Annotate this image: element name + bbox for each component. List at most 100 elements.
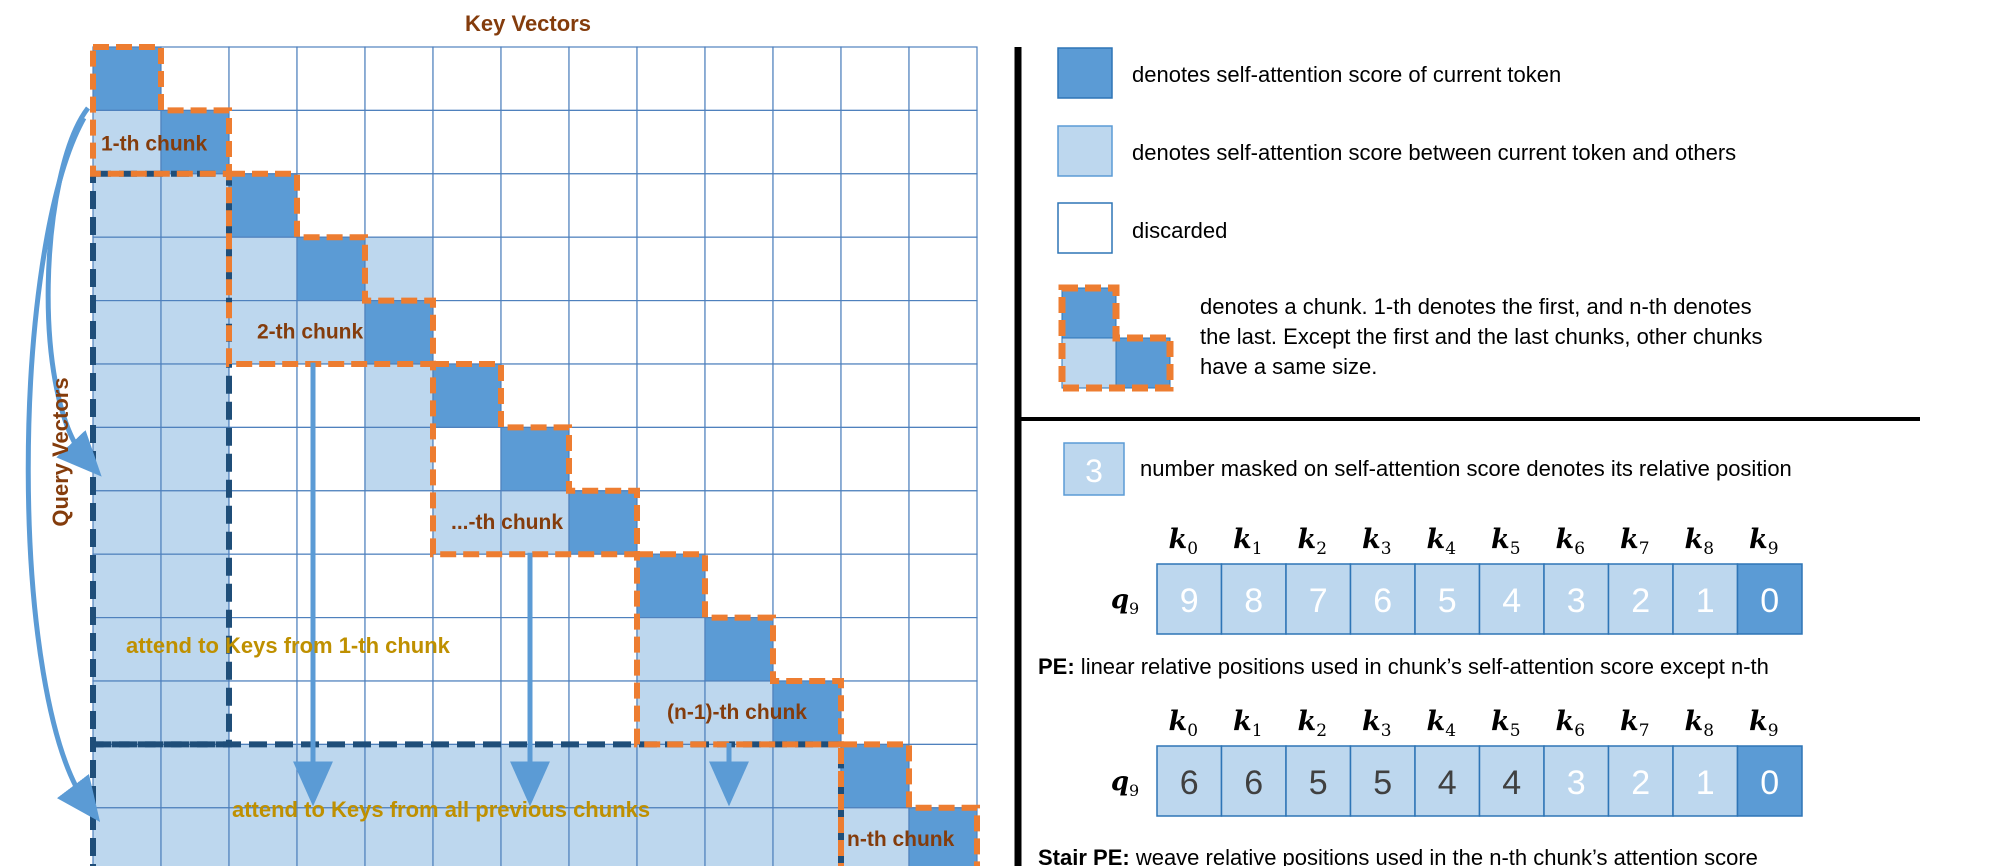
- attention-matrix: [92, 46, 978, 866]
- matrix-cell-empty: [500, 363, 570, 429]
- matrix-cell-empty: [296, 426, 366, 492]
- matrix-cell-light: [364, 236, 434, 302]
- matrix-cell-empty: [704, 173, 774, 238]
- matrix-cell-empty: [228, 426, 298, 492]
- matrix-cell-light: [160, 807, 230, 866]
- matrix-cell-light: [432, 807, 502, 866]
- matrix-cell-light: [160, 236, 230, 302]
- key-subscript: 8: [1703, 539, 1714, 559]
- matrix-cell-empty: [908, 109, 978, 175]
- matrix-cell-empty: [568, 46, 638, 112]
- matrix-cell-empty: [704, 363, 774, 429]
- matrix-cell-light: [364, 807, 434, 866]
- matrix-cell-empty: [704, 426, 774, 492]
- matrix-cell-empty: [296, 680, 366, 746]
- matrix-cell-light: [92, 363, 162, 429]
- matrix-cell-empty: [840, 46, 910, 112]
- matrix-cell-empty: [228, 363, 298, 429]
- chunk-label: ...-th chunk: [451, 511, 563, 534]
- key-subscript: 6: [1574, 721, 1585, 741]
- key-label: k3: [1362, 706, 1392, 741]
- matrix-cell-empty: [908, 46, 978, 112]
- linear-pe-value: 2: [1631, 582, 1650, 620]
- matrix-cell-empty: [840, 616, 910, 682]
- matrix-cell-empty: [500, 46, 570, 112]
- linear-pe-value: 5: [1438, 582, 1457, 620]
- chunk-outline: [90, 44, 232, 177]
- matrix-cell-empty: [568, 680, 638, 746]
- matrix-cell-empty: [364, 553, 434, 619]
- attend-previous-chunks-label: attend to Keys from all previous chunks: [232, 797, 650, 822]
- stair-pe-caption: Stair PE: weave relative positions used …: [1038, 845, 1758, 866]
- matrix-cell-light: [160, 490, 230, 555]
- stair-pe-value: 0: [1760, 764, 1779, 802]
- legend-dark-text: denotes self-attention score of current …: [1132, 62, 1561, 87]
- key-subscript: 9: [1768, 721, 1779, 741]
- matrix-cell-light: [228, 236, 298, 302]
- stair-pe-value: 6: [1180, 764, 1199, 802]
- matrix-cell-light: [92, 616, 162, 682]
- matrix-cell-light: [92, 173, 162, 238]
- key-label: k7: [1620, 706, 1650, 741]
- matrix-cell-empty: [296, 490, 366, 555]
- key-subscript: 4: [1445, 539, 1456, 559]
- pe-cell: [1543, 563, 1610, 635]
- stair-pe-value: 3: [1567, 764, 1586, 802]
- chunk-label: 2-th chunk: [257, 321, 363, 344]
- matrix-cell-light: [568, 807, 638, 866]
- matrix-cell-empty: [908, 236, 978, 302]
- matrix-cell-empty: [840, 490, 910, 555]
- key-subscript: 1: [1252, 721, 1263, 741]
- matrix-cell-light: [92, 490, 162, 555]
- matrix-cell-light: [772, 743, 842, 809]
- matrix-cell-empty: [228, 616, 298, 682]
- linear-pe-caption: PE: linear relative positions used in ch…: [1038, 654, 1769, 679]
- linear-pe-value: 6: [1373, 582, 1392, 620]
- matrix-cell-empty: [704, 109, 774, 175]
- legend-light-text: denotes self-attention score between cur…: [1132, 140, 1736, 165]
- matrix-cell-dark: [636, 553, 706, 619]
- matrix-cell-empty: [772, 490, 842, 555]
- matrix-cell-light: [92, 553, 162, 619]
- matrix-cell-empty: [840, 109, 910, 175]
- matrix-cell-light: [500, 490, 570, 555]
- key-label: k4: [1426, 524, 1456, 559]
- matrix-cell-light: [364, 426, 434, 492]
- matrix-cell-empty: [772, 616, 842, 682]
- matrix-cell-light: [160, 553, 230, 619]
- matrix-cell-empty: [772, 553, 842, 619]
- attend-first-chunk-label: attend to Keys from 1-th chunk: [126, 633, 451, 658]
- query-subscript: 9: [1129, 599, 1139, 618]
- stair-pe-caption-bold: Stair PE:: [1038, 845, 1130, 866]
- matrix-cell-empty: [364, 109, 434, 175]
- matrix-cell-light: [704, 743, 774, 809]
- pe-cell: [1220, 745, 1287, 817]
- matrix-cell-light: [228, 807, 298, 866]
- pe-cell: [1478, 745, 1545, 817]
- matrix-cell-empty: [840, 363, 910, 429]
- matrix-cell-empty: [500, 300, 570, 365]
- key-subscript: 6: [1574, 539, 1585, 559]
- linear-pe-value: 4: [1502, 582, 1521, 620]
- matrix-cell-empty: [432, 109, 502, 175]
- matrix-cell-empty: [636, 109, 706, 175]
- key-subscript: 3: [1381, 721, 1392, 741]
- matrix-cell-empty: [908, 426, 978, 492]
- matrix-cell-empty: [500, 553, 570, 619]
- matrix-cell-empty: [432, 236, 502, 302]
- key-subscript: 9: [1768, 539, 1779, 559]
- chunk-label: (n-1)-th chunk: [667, 701, 807, 724]
- key-label: k2: [1297, 524, 1327, 559]
- key-label: k3: [1362, 524, 1392, 559]
- matrix-cell-light: [432, 490, 502, 555]
- matrix-cell-empty: [636, 426, 706, 492]
- matrix-cell-empty: [228, 553, 298, 619]
- legend-chunk-line-3: have a same size.: [1200, 354, 1377, 379]
- pe-cell: [1672, 745, 1739, 817]
- matrix-cell-empty: [772, 236, 842, 302]
- matrix-cell-empty: [704, 300, 774, 365]
- chunk-outline: [838, 741, 980, 866]
- key-label: k6: [1555, 524, 1585, 559]
